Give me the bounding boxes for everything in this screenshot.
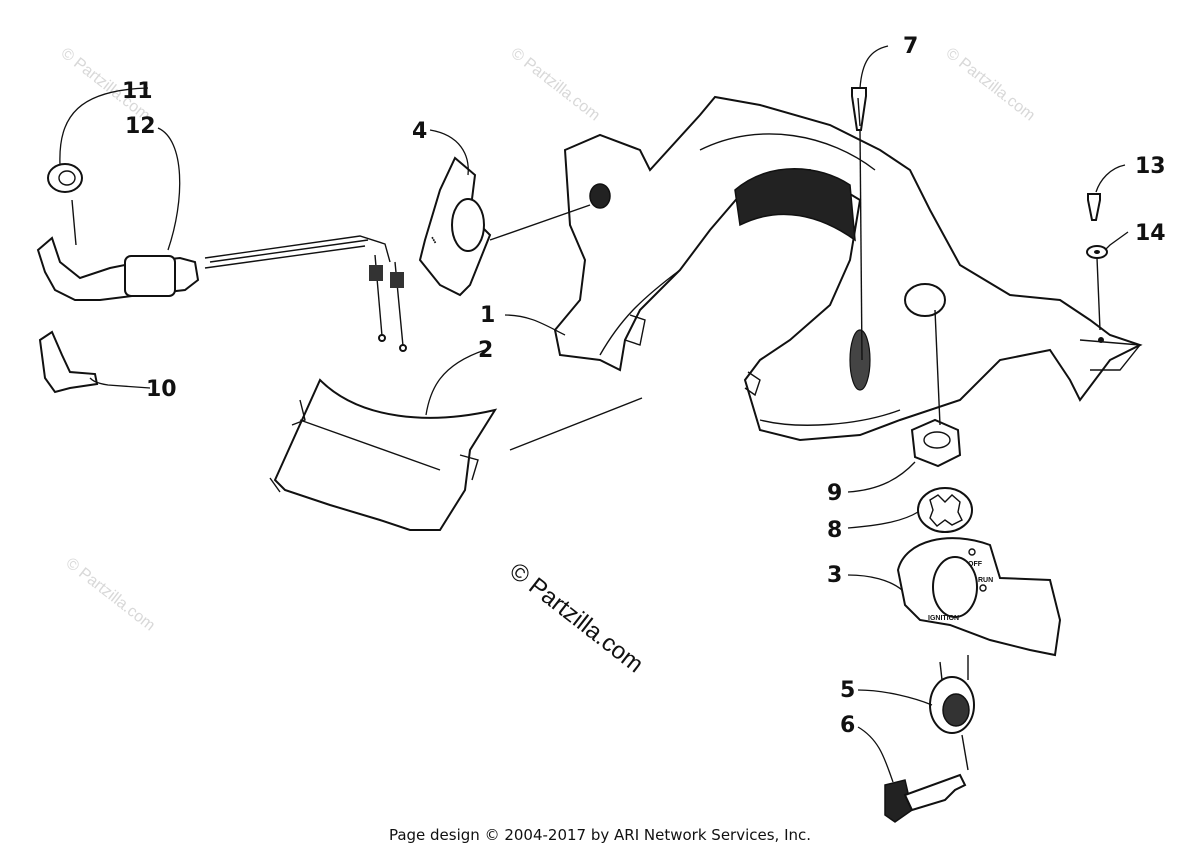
part-7-screw <box>851 87 867 131</box>
callout-10: 10 <box>146 377 177 402</box>
part-10-lever <box>38 330 99 394</box>
callout-14: 14 <box>1135 221 1166 246</box>
callout-2: 2 <box>478 338 493 363</box>
callout-9: 9 <box>827 481 842 506</box>
part-13-screw <box>1087 193 1101 221</box>
callout-1: 1 <box>480 303 495 328</box>
decal-marking: ▪▪▪ <box>428 236 438 246</box>
part-2-lower-cover <box>269 378 498 531</box>
callout-numbers: 1 2 3 4 5 6 7 8 9 10 11 12 13 14 <box>122 34 1166 738</box>
part-8-lock-washer <box>917 487 973 533</box>
callout-11: 11 <box>122 79 153 104</box>
callout-3: 3 <box>827 563 842 588</box>
part-9-nut <box>910 418 962 468</box>
callout-5: 5 <box>840 678 855 703</box>
callout-4: 4 <box>412 119 427 144</box>
part-3-ignition-plate: OFF RUN IGNITION <box>896 537 1062 657</box>
callout-12: 12 <box>125 114 156 139</box>
part-4-decal: ▪▪▪ <box>418 156 492 297</box>
plate-label-off: OFF <box>968 561 983 568</box>
callout-6: 6 <box>840 713 855 738</box>
watermark-bottom-left: © Partzilla.com <box>63 555 158 635</box>
part-11-ring <box>47 163 83 193</box>
watermark-top-center: © Partzilla.com <box>508 45 603 125</box>
callout-8: 8 <box>827 518 842 543</box>
plate-label-run: RUN <box>978 577 993 584</box>
part-6-key <box>884 773 967 823</box>
part-14-washer <box>1086 245 1108 259</box>
plate-label-ignition: IGNITION <box>928 615 959 622</box>
watermark-center: © Partzilla.com <box>504 557 648 678</box>
part-12-throttle-cable-assembly <box>36 199 407 352</box>
page-footer: Page design © 2004-2017 by ARI Network S… <box>388 826 812 844</box>
watermark-top-right: © Partzilla.com <box>943 45 1038 125</box>
callout-13: 13 <box>1135 154 1166 179</box>
leader-lines <box>59 45 1129 783</box>
part-5-ignition-switch <box>929 655 975 734</box>
part-1-console-housing <box>553 95 1143 442</box>
callout-7: 7 <box>903 34 918 59</box>
